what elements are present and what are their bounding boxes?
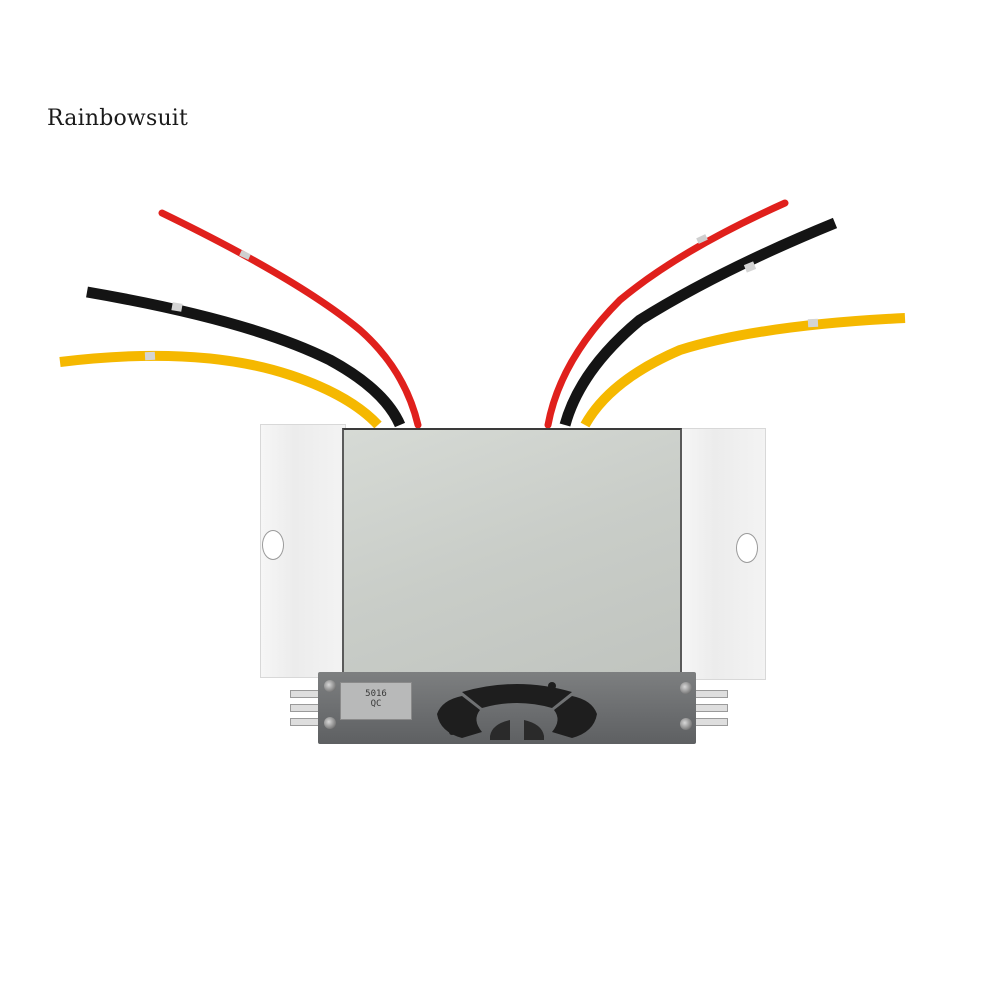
sticker-line-2: QC — [370, 699, 382, 709]
qc-sticker: 5016 QC — [340, 682, 412, 720]
fan-grille-icon — [437, 682, 597, 740]
screw-icon — [324, 680, 336, 692]
screw-icon — [324, 717, 336, 729]
left-mounting-hole — [262, 530, 284, 560]
heatsink-fin-icon — [692, 690, 728, 698]
screw-icon — [680, 682, 692, 694]
right-mounting-hole — [736, 533, 758, 563]
sticker-line-1: 5016 — [365, 689, 387, 699]
converter-housing — [342, 428, 682, 678]
heatsink-fin-icon — [692, 718, 728, 726]
watermark-text: Rainbowsuit — [47, 106, 189, 131]
screw-icon — [680, 718, 692, 730]
heatsink-fin-icon — [692, 704, 728, 712]
